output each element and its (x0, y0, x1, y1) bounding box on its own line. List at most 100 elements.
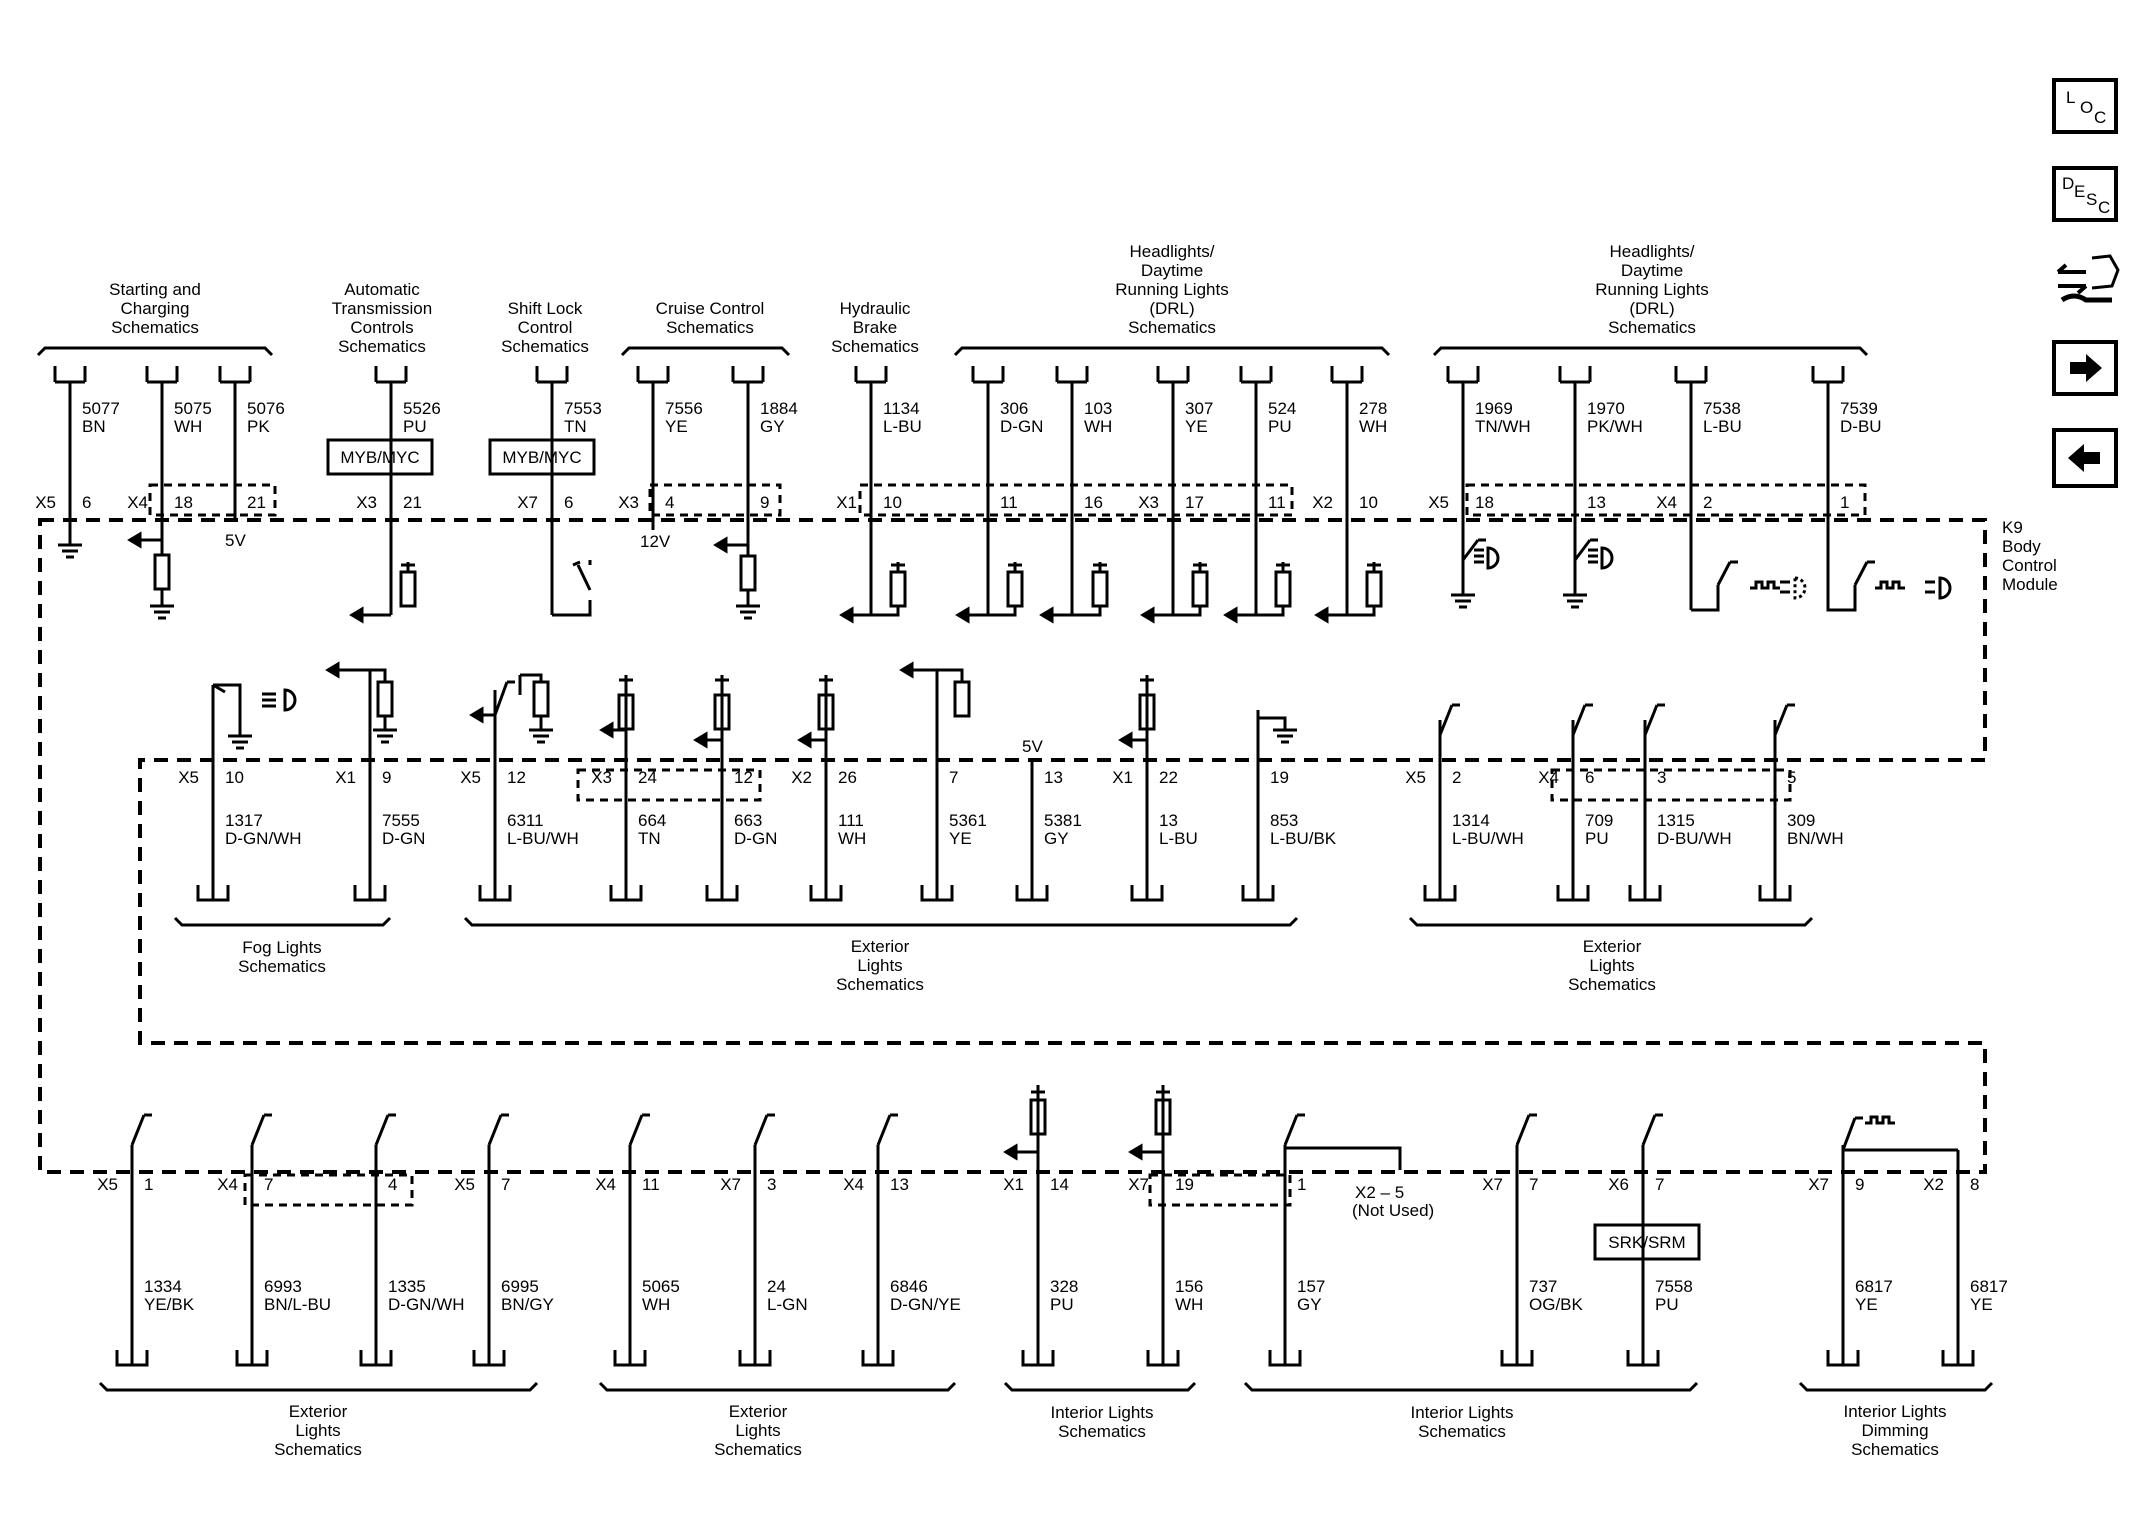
circuit-number: 6817 (1970, 1277, 2008, 1296)
connector-id: X4 (1656, 493, 1677, 512)
wire-color: PU (1585, 829, 1609, 848)
circuit-number: 7555 (382, 811, 420, 830)
wire-color: D-GN/YE (890, 1295, 961, 1314)
wire-color: L-BU (1703, 417, 1742, 436)
desc-letter-s: S (2086, 190, 2098, 209)
pin-number: 13 (1587, 493, 1606, 512)
circuit-number: 328 (1050, 1277, 1078, 1296)
circuit-number: 1315 (1657, 811, 1695, 830)
header-drl1-line: Running Lights (1115, 280, 1228, 299)
circuit-number: 1334 (144, 1277, 182, 1296)
circuit-number: 6311 (507, 811, 544, 830)
wire-color: YE (665, 417, 688, 436)
connector-id: X1 (335, 768, 356, 787)
option-box-frame (488, 438, 596, 476)
pin-number: 8 (1970, 1175, 1979, 1194)
header-shift_lock-line: Control (518, 318, 573, 337)
connector-id: X4 (843, 1175, 864, 1194)
circuit-number: 157 (1297, 1277, 1325, 1296)
circuit-number: 5526 (403, 399, 441, 418)
wire-color: TN (638, 829, 661, 848)
option-box-label: MYB/MYC (340, 448, 419, 467)
connector-id: X2 (1923, 1175, 1944, 1194)
circuit-number: 709 (1585, 811, 1613, 830)
circuit-number: 5077 (82, 399, 120, 418)
desc-letter-e: E (2074, 182, 2086, 201)
header-int2-line: Schematics (1418, 1422, 1506, 1441)
header-ext1-line: Lights (857, 956, 902, 975)
top-internal (58, 530, 1905, 624)
wire-color: BN/WH (1787, 829, 1844, 848)
connector-id: X7 (720, 1175, 741, 1194)
pin-number: 1 (144, 1175, 153, 1194)
circuit-number: 309 (1787, 811, 1815, 830)
desc-letter-d: D (2062, 174, 2075, 193)
not-used-label: (Not Used) (1352, 1201, 1434, 1220)
pin-number: 9 (382, 768, 391, 787)
prev-button[interactable] (2052, 428, 2118, 488)
circuit-number: 7556 (665, 399, 703, 418)
option-box-frame (1593, 1223, 1701, 1261)
wire-color: WH (642, 1295, 670, 1314)
connector-id: X4 (127, 493, 148, 512)
next-button[interactable] (2052, 340, 2118, 396)
pin-number: 3 (767, 1175, 776, 1194)
bracket-starting (36, 346, 274, 357)
pin-number: 10 (1359, 493, 1378, 512)
header-ext4-line: Exterior (729, 1402, 788, 1421)
loc-letter-o: O (2080, 98, 2094, 117)
pin-number: 6 (1585, 768, 1594, 787)
desc-button[interactable]: D E S C (2052, 166, 2118, 222)
wire-color: D-GN (1000, 417, 1043, 436)
pin-number: 11 (642, 1175, 660, 1194)
header-ext4-line: Lights (735, 1421, 780, 1440)
loc-button[interactable]: L O C (2052, 78, 2118, 134)
wire-color: WH (1084, 417, 1112, 436)
header-dim-line: Dimming (1861, 1421, 1928, 1440)
connector-id: X5 (178, 768, 199, 787)
circuit-number: 24 (767, 1277, 786, 1296)
bracket-cruise (620, 346, 791, 357)
connector-pinout-icon[interactable] (2052, 248, 2122, 314)
circuit-number: 1884 (760, 399, 798, 418)
module-name-line: Module (2002, 575, 2058, 594)
module-ref-label: K9 (2002, 518, 2023, 537)
header-ext3-line: Exterior (289, 1402, 348, 1421)
pin-number: 10 (225, 768, 244, 787)
header-drl1-line: Daytime (1141, 261, 1203, 280)
pin-number: 14 (1050, 1175, 1069, 1194)
pin-number: 18 (1475, 493, 1494, 512)
header-ext3-line: Lights (295, 1421, 340, 1440)
circuit-number: 6995 (501, 1277, 539, 1296)
circuit-number: 6846 (890, 1277, 928, 1296)
pin-number: 17 (1185, 493, 1204, 512)
wire-color: L-GN (767, 1295, 808, 1314)
connector-id: X4 (217, 1175, 238, 1194)
wire-color: PU (403, 417, 427, 436)
mid-wires (211, 670, 1777, 900)
wire-color: TN/WH (1475, 417, 1531, 436)
wire-color: L-BU (1159, 829, 1198, 848)
wire-color: YE/BK (144, 1295, 195, 1314)
wire-color: BN/L-BU (264, 1295, 331, 1314)
header-ext2-line: Exterior (1583, 937, 1642, 956)
wire-color: L-BU (883, 417, 922, 436)
circuit-number: 306 (1000, 399, 1028, 418)
module-boundary (38, 518, 1987, 1174)
connector-id: X4 (595, 1175, 616, 1194)
wire-color: WH (838, 829, 866, 848)
connector-id: X7 (1482, 1175, 1503, 1194)
header-dim-line: Schematics (1851, 1440, 1939, 1459)
circuit-number: 1970 (1587, 399, 1625, 418)
connector-id: X5 (97, 1175, 118, 1194)
voltage-label: 5V (225, 531, 246, 550)
header-ext4-line: Schematics (714, 1440, 802, 1459)
wire-color: TN (564, 417, 587, 436)
pin-number: 9 (1855, 1175, 1864, 1194)
header-auto_trans-line: Schematics (338, 337, 426, 356)
header-drl2-line: Schematics (1608, 318, 1696, 337)
wire-color: GY (760, 417, 785, 436)
connector-id: X3 (618, 493, 639, 512)
connector-id: X4 (1538, 768, 1559, 787)
